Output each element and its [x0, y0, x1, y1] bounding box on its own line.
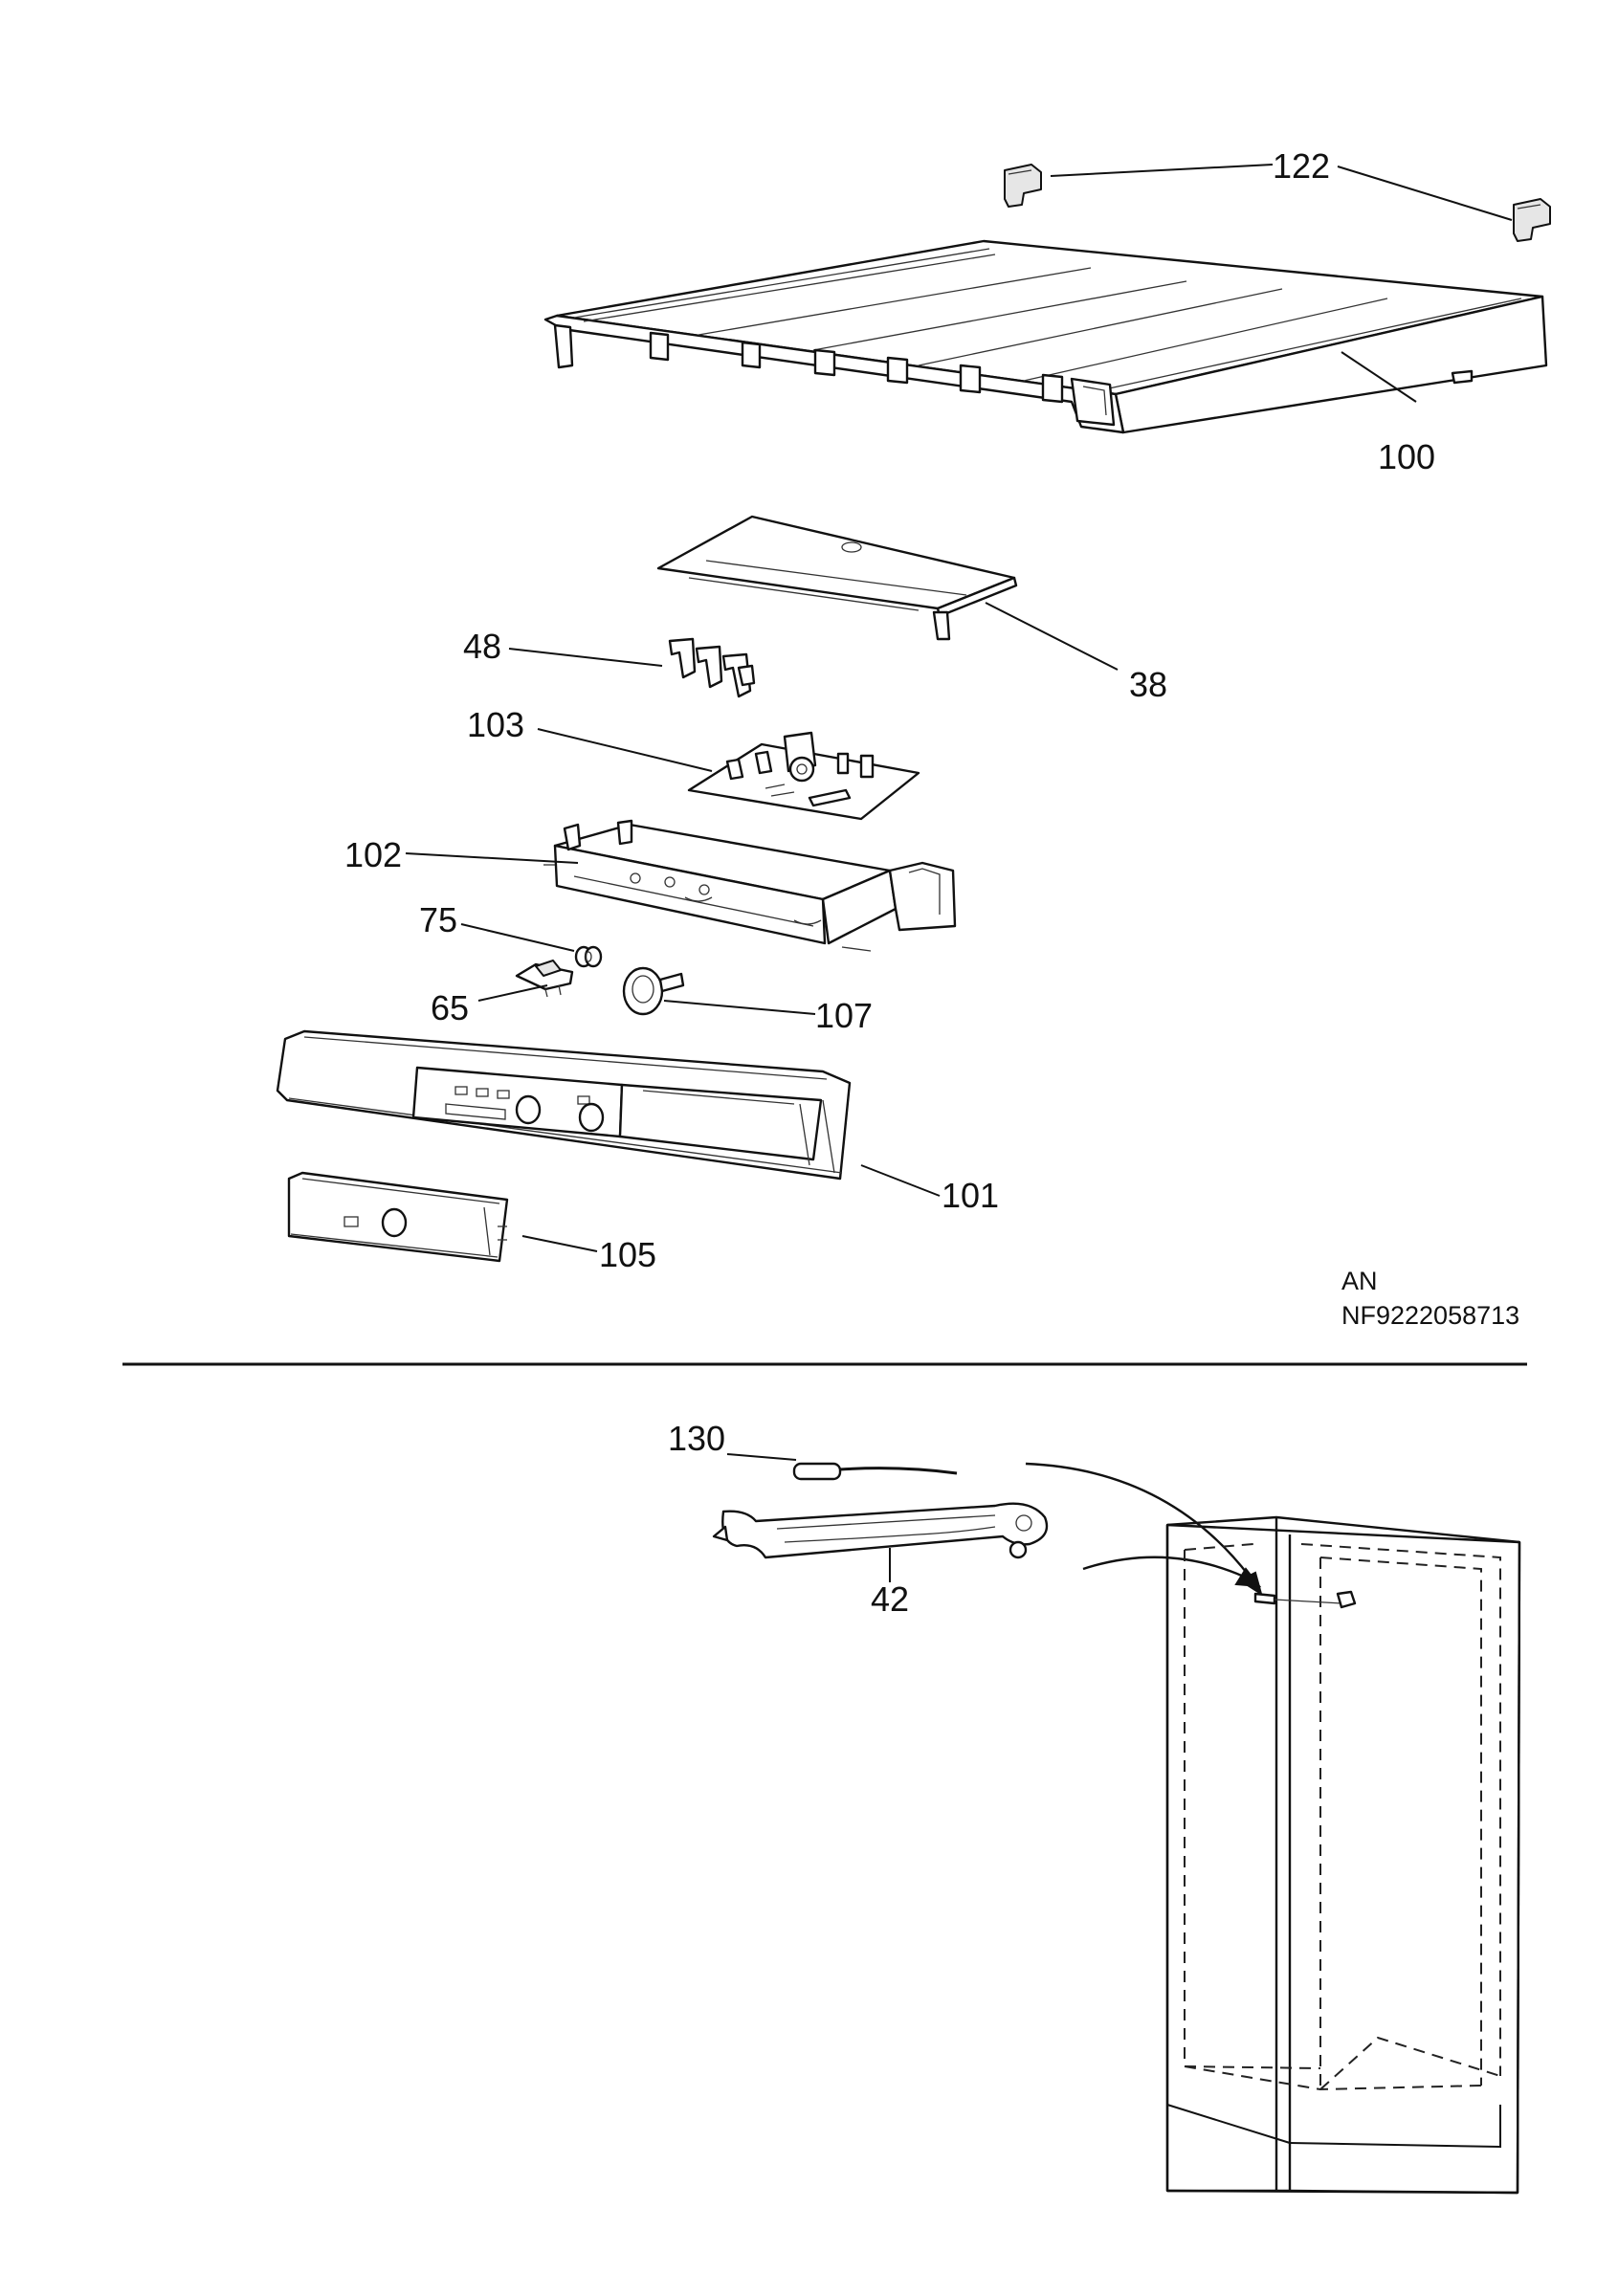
part-100-worktop [543, 239, 1548, 434]
part-122-right-cap [1513, 198, 1551, 242]
part-38-cover-plate [656, 515, 1018, 641]
label-103: 103 [467, 705, 524, 744]
part-75-spring [574, 945, 603, 968]
part-130-sensor [792, 1462, 958, 1481]
label-65: 65 [431, 988, 469, 1027]
label-101: 101 [942, 1176, 999, 1215]
part-65-switch [515, 960, 574, 998]
leader-107 [663, 1000, 816, 1015]
part-42-heating-element [712, 1502, 1049, 1559]
part-101-control-panel [276, 1029, 852, 1181]
part-105-end-panel [287, 1171, 509, 1263]
leader-38 [985, 602, 1119, 671]
label-100: 100 [1378, 437, 1435, 476]
drawing-code-line2: NF9222058713 [1341, 1301, 1519, 1330]
leader-122-right [1337, 166, 1513, 221]
label-48: 48 [463, 627, 501, 666]
leader-48 [508, 648, 663, 667]
label-105: 105 [599, 1235, 656, 1274]
label-122: 122 [1273, 146, 1330, 186]
label-42: 42 [871, 1579, 909, 1619]
part-103-circuit-board [687, 731, 920, 821]
leader-103 [537, 728, 713, 772]
leader-102 [405, 852, 579, 864]
assembly-arrows [1025, 1462, 1263, 1597]
part-107-knob [622, 966, 685, 1016]
leader-101 [860, 1164, 941, 1197]
label-107: 107 [815, 996, 873, 1035]
part-48-terminals [668, 637, 756, 698]
label-130: 130 [668, 1419, 725, 1458]
leader-130 [726, 1453, 797, 1461]
label-102: 102 [344, 835, 402, 874]
leader-65 [477, 984, 548, 1002]
leader-100 [1341, 351, 1417, 403]
part-102-control-frame [543, 819, 957, 952]
part-122-left-cap [1004, 164, 1042, 208]
leader-105 [521, 1235, 598, 1252]
drawing-code-line1: AN [1341, 1267, 1378, 1295]
leader-75 [460, 923, 575, 952]
appliance-housing [1165, 1515, 1521, 2195]
label-75: 75 [419, 900, 457, 939]
leader-122-left [1050, 164, 1274, 177]
label-38: 38 [1129, 665, 1167, 704]
